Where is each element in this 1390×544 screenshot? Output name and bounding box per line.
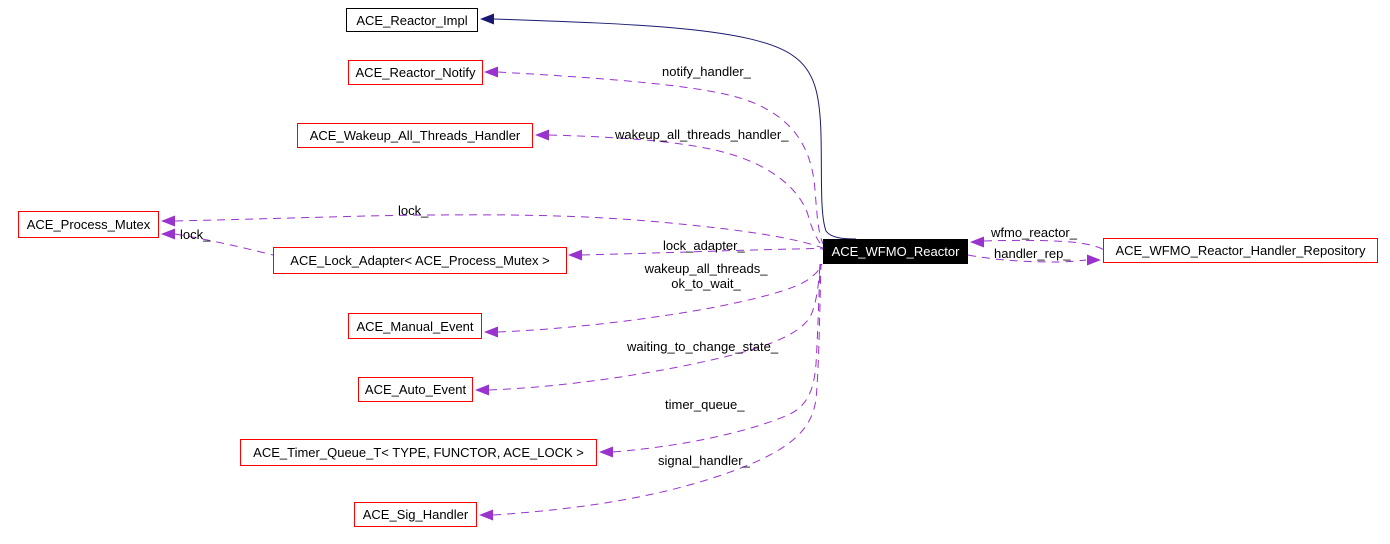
node-label: ACE_Auto_Event [364, 382, 467, 397]
edge-wakeup-all-threads-handler [535, 129, 824, 248]
arrowhead-lock [161, 215, 175, 227]
arrowhead-notify-handler [484, 66, 498, 78]
edge-label-waiting-to-change-state: waiting_to_change_state_ [627, 339, 779, 354]
node-label: ACE_Reactor_Notify [355, 65, 476, 80]
node-ace-wfmo-reactor-handler-repository[interactable]: ACE_WFMO_Reactor_Handler_Repository [1103, 238, 1378, 263]
edge-label-lock-adapter: lock_adapter_ [663, 238, 745, 253]
node-label: ACE_WFMO_Reactor_Handler_Repository [1115, 243, 1366, 258]
arrowhead-lock-from-adapter [161, 228, 175, 240]
node-label: ACE_WFMO_Reactor [831, 244, 960, 259]
node-label: ACE_Lock_Adapter< ACE_Process_Mutex > [290, 253, 550, 268]
arrowhead-timer-queue [599, 446, 613, 458]
node-ace-auto-event[interactable]: ACE_Auto_Event [358, 377, 473, 402]
edge-lock-from-adapter [161, 228, 274, 256]
node-label: ACE_Reactor_Impl [356, 12, 468, 28]
node-label: ACE_Process_Mutex [26, 217, 151, 232]
edge-wfmo-reactor [970, 236, 1105, 251]
edge-label-timer-queue: timer_queue_ [665, 397, 745, 412]
arrowhead-manual-event [484, 326, 498, 338]
node-label: ACE_Sig_Handler [362, 507, 469, 522]
arrowhead-inheritance [480, 13, 494, 25]
arrowhead-lock-adapter [568, 249, 582, 261]
edge-label-wfmo-reactor: wfmo_reactor_ [991, 225, 1077, 240]
node-ace-lock-adapter[interactable]: ACE_Lock_Adapter< ACE_Process_Mutex > [273, 247, 567, 274]
edge-timer-queue [599, 263, 821, 458]
edge-label-notify-handler: notify_handler_ [662, 64, 751, 79]
edge-label-lock-from-adapter: lock_ [180, 227, 211, 242]
edge-notify-handler [484, 66, 824, 245]
node-ace-reactor-impl[interactable]: ACE_Reactor_Impl [346, 8, 478, 32]
arrowhead-signal-handler [479, 509, 493, 521]
node-ace-wfmo-reactor: ACE_WFMO_Reactor [823, 239, 968, 264]
arrowhead-waiting-to-change-state [475, 384, 489, 396]
node-label: ACE_Wakeup_All_Threads_Handler [309, 128, 521, 143]
node-ace-sig-handler[interactable]: ACE_Sig_Handler [354, 502, 477, 527]
edge-label-handler-rep: handler_rep_ [994, 246, 1071, 261]
node-label: ACE_Timer_Queue_T< TYPE, FUNCTOR, ACE_LO… [253, 445, 584, 460]
node-ace-manual-event[interactable]: ACE_Manual_Event [348, 313, 482, 339]
edge-inheritance-reactor-impl [480, 13, 857, 240]
edge-label-signal-handler: signal_handler_ [658, 453, 750, 468]
edge-manual-event [484, 263, 823, 338]
arrowhead-handler-rep [1087, 254, 1101, 266]
edge-label-manual-event: wakeup_all_threads_ ok_to_wait_ [626, 261, 786, 291]
node-ace-timer-queue-t[interactable]: ACE_Timer_Queue_T< TYPE, FUNCTOR, ACE_LO… [240, 439, 597, 466]
edge-lock-adapter [568, 248, 824, 261]
node-ace-reactor-notify[interactable]: ACE_Reactor_Notify [348, 60, 483, 85]
edge-label-ok-to-wait: ok_to_wait_ [671, 276, 741, 291]
edge-label-lock: lock_ [398, 203, 429, 218]
node-ace-wakeup-all-threads-handler[interactable]: ACE_Wakeup_All_Threads_Handler [297, 123, 533, 148]
arrowhead-wfmo-reactor [970, 236, 984, 248]
node-ace-process-mutex[interactable]: ACE_Process_Mutex [18, 211, 159, 238]
edge-signal-handler [479, 263, 822, 521]
edge-lock [161, 214, 824, 249]
edge-handler-rep [967, 254, 1101, 266]
edge-label-wakeup-all-threads: wakeup_all_threads_ [644, 261, 768, 276]
node-label: ACE_Manual_Event [356, 318, 474, 334]
edge-waiting-to-change-state [475, 263, 821, 396]
arrowhead-wakeup-all-threads-handler [535, 129, 549, 141]
edge-label-wakeup-all-threads-handler: wakeup_all_threads_handler_ [615, 127, 789, 142]
